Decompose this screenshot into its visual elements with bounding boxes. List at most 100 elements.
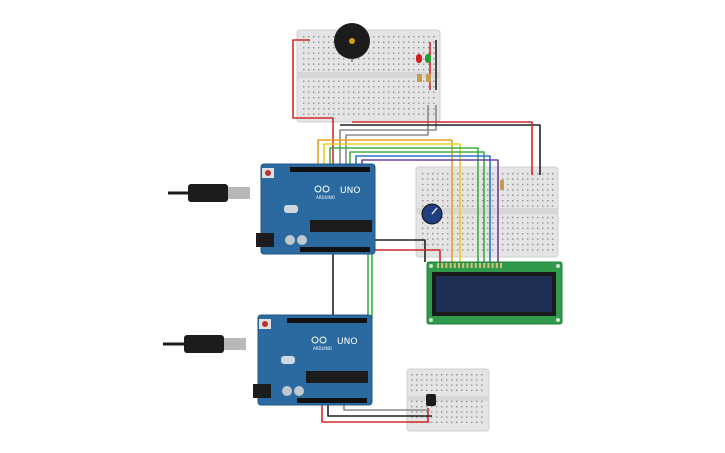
breadboard-hole[interactable] xyxy=(373,47,375,49)
breadboard-hole[interactable] xyxy=(338,97,340,99)
breadboard-hole[interactable] xyxy=(512,222,514,224)
breadboard-hole[interactable] xyxy=(482,243,484,246)
breadboard-hole[interactable] xyxy=(403,41,405,43)
breadboard-hole[interactable] xyxy=(461,416,463,418)
breadboard-hole[interactable] xyxy=(552,238,554,240)
breadboard-hole[interactable] xyxy=(383,86,385,88)
breadboard-hole[interactable] xyxy=(313,63,315,65)
breadboard-hole[interactable] xyxy=(487,222,489,224)
breadboard-hole[interactable] xyxy=(507,178,509,180)
breadboard-hole[interactable] xyxy=(461,379,463,381)
breadboard-hole[interactable] xyxy=(313,52,315,54)
breadboard-hole[interactable] xyxy=(426,411,428,413)
breadboard-hole[interactable] xyxy=(426,374,428,376)
breadboard-hole[interactable] xyxy=(433,86,435,88)
breadboard-hole[interactable] xyxy=(537,189,539,191)
breadboard-hole[interactable] xyxy=(338,91,340,93)
breadboard-hole[interactable] xyxy=(398,36,400,38)
breadboard-hole[interactable] xyxy=(512,200,514,202)
breadboard-hole[interactable] xyxy=(328,86,330,88)
breadboard-hole[interactable] xyxy=(517,183,519,186)
breadboard-hole[interactable] xyxy=(343,108,345,110)
breadboard-hole[interactable] xyxy=(328,102,330,104)
breadboard-hole[interactable] xyxy=(482,178,484,180)
breadboard-hole[interactable] xyxy=(421,406,423,408)
breadboard-hole[interactable] xyxy=(462,183,464,186)
breadboard-hole[interactable] xyxy=(378,58,380,60)
breadboard-hole[interactable] xyxy=(542,183,544,186)
breadboard-hole[interactable] xyxy=(451,389,453,391)
breadboard-hole[interactable] xyxy=(432,227,434,229)
breadboard-hole[interactable] xyxy=(318,91,320,93)
wire-orange[interactable] xyxy=(317,139,453,262)
breadboard-hole[interactable] xyxy=(398,41,400,43)
breadboard-hole[interactable] xyxy=(421,389,423,391)
breadboard-hole[interactable] xyxy=(442,243,444,246)
breadboard-hole[interactable] xyxy=(547,194,549,196)
breadboard-hole[interactable] xyxy=(512,238,514,240)
breadboard-hole[interactable] xyxy=(422,227,424,229)
breadboard-hole[interactable] xyxy=(318,86,320,88)
arduino-uno-top[interactable]: UNO ARDUINO xyxy=(256,163,376,255)
wire-yellow[interactable] xyxy=(323,143,461,262)
breadboard-hole[interactable] xyxy=(422,178,424,180)
breadboard-hole[interactable] xyxy=(393,58,395,60)
breadboard-hole[interactable] xyxy=(423,80,425,82)
breadboard-hole[interactable] xyxy=(427,238,429,240)
breadboard-hole[interactable] xyxy=(542,205,544,207)
breadboard-hole[interactable] xyxy=(403,63,405,65)
breadboard-hole[interactable] xyxy=(537,178,539,180)
breadboard-hole[interactable] xyxy=(428,52,430,54)
breadboard-hole[interactable] xyxy=(393,97,395,99)
breadboard-hole[interactable] xyxy=(426,384,428,386)
breadboard-hole[interactable] xyxy=(466,400,468,403)
breadboard-hole[interactable] xyxy=(492,173,494,175)
breadboard-hole[interactable] xyxy=(388,91,390,93)
breadboard-hole[interactable] xyxy=(507,243,509,246)
breadboard-hole[interactable] xyxy=(456,384,458,386)
breadboard-hole[interactable] xyxy=(328,113,330,115)
breadboard-hole[interactable] xyxy=(418,102,420,104)
breadboard-hole[interactable] xyxy=(363,80,365,82)
breadboard-hole[interactable] xyxy=(378,63,380,65)
breadboard-hole[interactable] xyxy=(408,36,410,38)
wire-black-sensor[interactable] xyxy=(327,402,432,417)
breadboard-hole[interactable] xyxy=(393,41,395,43)
breadboard-hole[interactable] xyxy=(433,36,435,38)
wire-black-right[interactable] xyxy=(340,124,541,175)
breadboard-hole[interactable] xyxy=(303,36,305,38)
breadboard-hole[interactable] xyxy=(447,216,449,219)
breadboard-hole[interactable] xyxy=(318,113,320,115)
breadboard-hole[interactable] xyxy=(542,249,544,251)
breadboard-hole[interactable] xyxy=(416,374,418,376)
breadboard-hole[interactable] xyxy=(388,86,390,88)
breadboard-hole[interactable] xyxy=(447,200,449,202)
breadboard-hole[interactable] xyxy=(427,173,429,175)
breadboard-hole[interactable] xyxy=(482,233,484,235)
breadboard-hole[interactable] xyxy=(383,41,385,43)
breadboard-hole[interactable] xyxy=(383,108,385,110)
breadboard-hole[interactable] xyxy=(442,194,444,196)
breadboard-hole[interactable] xyxy=(472,200,474,202)
breadboard-hole[interactable] xyxy=(537,194,539,196)
breadboard-hole[interactable] xyxy=(368,86,370,88)
breadboard-hole[interactable] xyxy=(462,222,464,224)
breadboard-hole[interactable] xyxy=(353,97,355,99)
breadboard-hole[interactable] xyxy=(432,238,434,240)
breadboard-hole[interactable] xyxy=(358,113,360,115)
breadboard-hole[interactable] xyxy=(403,97,405,99)
breadboard-hole[interactable] xyxy=(427,183,429,186)
breadboard-hole[interactable] xyxy=(512,205,514,207)
breadboard-hole[interactable] xyxy=(436,379,438,381)
breadboard-hole[interactable] xyxy=(466,416,468,418)
breadboard-top[interactable] xyxy=(296,29,441,123)
breadboard-hole[interactable] xyxy=(547,243,549,246)
lcd-pin[interactable] xyxy=(495,263,498,268)
breadboard-hole[interactable] xyxy=(323,102,325,104)
breadboard-hole[interactable] xyxy=(527,189,529,191)
breadboard-hole[interactable] xyxy=(358,69,360,71)
breadboard-hole[interactable] xyxy=(426,406,428,408)
breadboard-hole[interactable] xyxy=(441,411,443,413)
breadboard-hole[interactable] xyxy=(457,183,459,186)
